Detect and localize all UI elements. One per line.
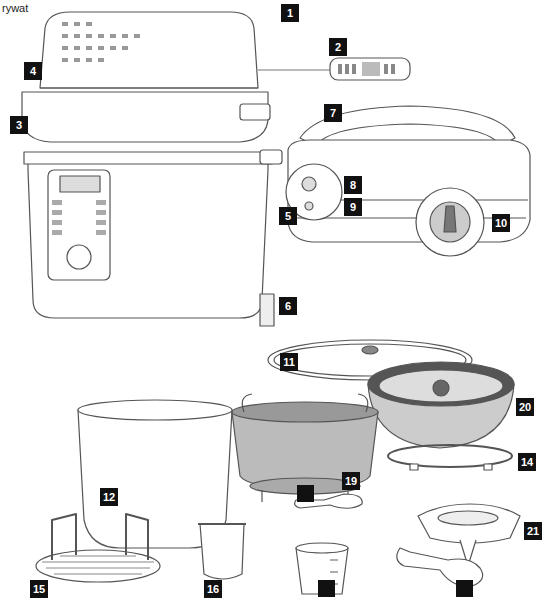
display — [60, 176, 100, 192]
control-panel — [48, 170, 110, 280]
condensation-cup — [200, 524, 244, 579]
callout-number: 12 — [100, 488, 118, 506]
callout-number: 2 — [329, 38, 347, 56]
trivet-stand — [418, 504, 520, 543]
fryer-lid-top — [40, 12, 258, 88]
fryer-lid-band — [22, 92, 268, 142]
callout-number: 19 — [342, 472, 360, 490]
callout-number: 15 — [30, 580, 48, 598]
callout-number: 4 — [24, 62, 42, 80]
sealing-ring — [388, 445, 512, 467]
callout-number: 8 — [344, 176, 362, 194]
callout-number: 7 — [324, 104, 342, 122]
callout-number: 1 — [281, 4, 299, 22]
callout-number: 3 — [10, 116, 28, 134]
header-text: rywat — [2, 2, 28, 15]
callout-square — [297, 485, 314, 502]
inset-valve — [416, 188, 484, 256]
callout-number: 21 — [524, 522, 542, 540]
callout-number: 9 — [344, 198, 362, 216]
callout-number: 5 — [279, 207, 297, 225]
callout-number: 14 — [518, 453, 536, 471]
callout-number: 11 — [280, 353, 298, 371]
cooker-base — [28, 160, 268, 318]
lid-handle — [240, 104, 270, 120]
callout-number: 6 — [279, 297, 297, 315]
control-knob — [67, 245, 91, 269]
lid-controls — [62, 22, 140, 62]
steam-rack — [36, 550, 160, 582]
callout-square — [318, 580, 335, 597]
callout-number: 10 — [492, 214, 510, 232]
base-rim — [24, 152, 272, 164]
callout-square — [456, 580, 473, 597]
callout-number: 20 — [516, 398, 534, 416]
callout-number: 16 — [204, 580, 222, 598]
inset-panel — [330, 58, 410, 80]
